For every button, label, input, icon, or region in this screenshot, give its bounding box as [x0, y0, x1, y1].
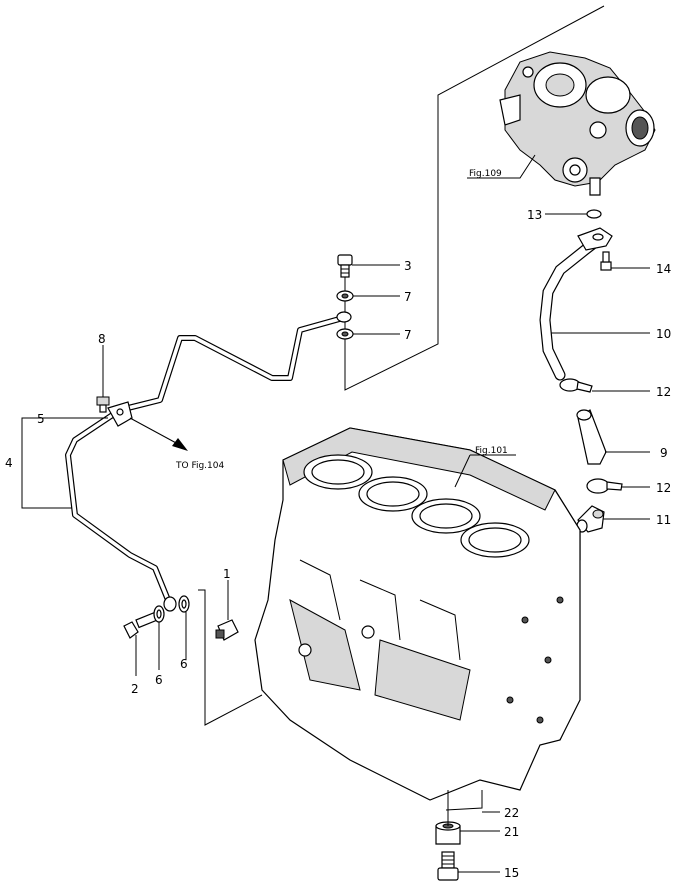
callout-11: 11 [656, 513, 671, 527]
callout-9: 9 [660, 446, 668, 460]
callout-6a: 6 [155, 673, 163, 687]
callout-7a: 7 [404, 290, 412, 304]
leader-lines [48, 154, 650, 873]
cylinder-block [254, 427, 581, 801]
callout-14: 14 [656, 262, 671, 276]
callout-8: 8 [98, 332, 106, 346]
washer-6a [153, 605, 165, 623]
o-ring-13 [586, 209, 602, 219]
callout-12b: 12 [656, 481, 671, 495]
ref-fig109: Fig.109 [469, 169, 502, 179]
banjo-end-upper [336, 311, 352, 323]
callout-6b: 6 [180, 657, 188, 671]
callout-15: 15 [504, 866, 519, 880]
oil-pipe [65, 315, 344, 602]
banjo-end-lower [163, 596, 177, 612]
oil-return-pipe-10 [539, 227, 613, 381]
callout-2: 2 [131, 682, 139, 696]
switch-bracket-frame [198, 589, 263, 726]
callout-3: 3 [404, 259, 412, 273]
callout-22: 22 [504, 806, 519, 820]
callout-21: 21 [504, 825, 519, 839]
pipe-clamp-plate [107, 401, 133, 427]
washer-7a [336, 290, 354, 302]
hose-clamp-12a [559, 378, 593, 393]
ref-to-fig104: TO Fig.104 [175, 461, 224, 471]
arrow-to-fig104 [129, 417, 188, 451]
bolt-15 [437, 851, 459, 881]
callout-13: 13 [527, 208, 542, 222]
callout-7b: 7 [404, 328, 412, 342]
washer-7b [336, 328, 354, 340]
elbow-fitting-11 [576, 505, 605, 533]
callout-5: 5 [37, 412, 45, 426]
hose-clamp-12b [586, 478, 623, 494]
callout-4: 4 [5, 456, 13, 470]
ref-fig101: Fig.101 [475, 446, 508, 456]
turbocharger [499, 51, 656, 196]
eye-bolt-3 [337, 254, 353, 278]
oil-pressure-switch [215, 619, 239, 641]
bolt-14 [600, 251, 612, 271]
pin-22 [445, 790, 483, 811]
bolt-8 [96, 396, 110, 413]
callout-1: 1 [223, 567, 231, 581]
hose-9 [576, 409, 607, 465]
callout-12a: 12 [656, 385, 671, 399]
washer-6b [178, 595, 190, 613]
callout-10: 10 [656, 327, 671, 341]
turbo-bracket-frame [344, 5, 605, 391]
